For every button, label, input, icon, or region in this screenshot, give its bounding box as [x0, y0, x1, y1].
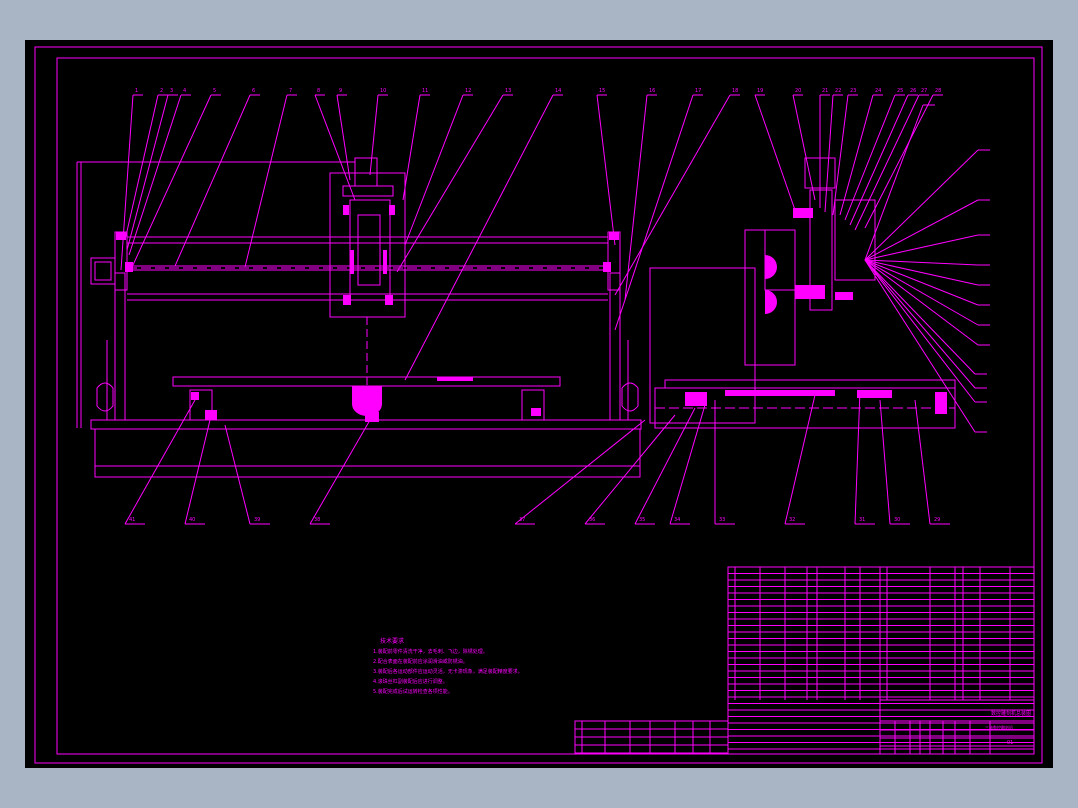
balloon-label: 29	[934, 517, 940, 523]
balloon-label: 6	[252, 88, 255, 94]
balloon-label: 7	[289, 88, 292, 94]
balloon-label: 20	[795, 88, 801, 94]
balloon-label: 13	[505, 88, 511, 94]
balloon-label: 35	[639, 517, 645, 523]
balloon-label: 40	[189, 517, 195, 523]
balloon-label: 24	[875, 88, 881, 94]
balloon-label: 37	[519, 517, 525, 523]
leader-lines	[120, 94, 990, 525]
balloon-label: 19	[757, 88, 763, 94]
side-view	[649, 157, 956, 429]
balloon-label: 12	[465, 88, 471, 94]
balloon-label: 25	[897, 88, 903, 94]
balloon-label: 14	[555, 88, 561, 94]
balloon-label: 8	[317, 88, 320, 94]
parts-list-table	[574, 566, 1035, 755]
tech-requirements-title: 技术要求	[380, 637, 404, 645]
balloon-label: 11	[422, 88, 428, 94]
tech-req-line-5: 5.装配完成后试运转检查各项性能。	[373, 688, 453, 695]
tech-req-line-1: 1.装配前零件清洗干净，去毛刺、飞边，除锈处理。	[373, 648, 488, 655]
assembly-drawing: 1234567891011121314151617181920212223242…	[34, 46, 1043, 764]
tech-req-line-4: 4.滚珠丝杠副装配后应进行调整。	[373, 678, 448, 685]
tech-req-line-3: 3.装配后各运动部件应运动灵活，无卡滞现象，满足装配精度要求。	[373, 668, 523, 675]
balloon-label: 30	[894, 517, 900, 523]
title-block: 数控雕刻机总装图 三轴数控雕刻机 01	[985, 710, 1031, 746]
balloon-label: 2	[160, 88, 163, 94]
balloon-label: 26	[910, 88, 916, 94]
tech-req-line-2: 2.配合表面在装配前应涂润滑油或防锈油。	[373, 658, 468, 665]
balloon-label: 1	[135, 88, 138, 94]
balloon-label: 41	[129, 517, 135, 523]
balloon-label: 18	[732, 88, 738, 94]
balloon-label: 21	[822, 88, 828, 94]
balloon-label: 22	[835, 88, 841, 94]
title-block-subtitle: 三轴数控雕刻机	[985, 724, 1013, 730]
balloon-label: 5	[213, 88, 216, 94]
sheet-border-outer	[34, 46, 1043, 764]
balloon-label: 4	[183, 88, 186, 94]
title-block-drawing-no: 01	[1007, 740, 1013, 746]
tech-requirements: 技术要求 1.装配前零件清洗干净，去毛刺、飞边，除锈处理。 2.配合表面在装配前…	[373, 637, 523, 695]
balloon-label: 10	[380, 88, 386, 94]
balloon-label: 9	[339, 88, 342, 94]
balloon-label: 3	[170, 88, 173, 94]
balloon-label: 23	[850, 88, 856, 94]
balloon-label: 27	[921, 88, 927, 94]
balloon-label: 17	[695, 88, 701, 94]
sheet-border-inner	[56, 57, 1035, 755]
balloon-label: 36	[589, 517, 595, 523]
balloon-label: 38	[314, 517, 320, 523]
balloon-label: 34	[674, 517, 680, 523]
balloon-label: 32	[789, 517, 795, 523]
bottom-balloon-row: 41 40 39 38 37 36 35 34 33 32 31 30 29	[129, 517, 940, 523]
balloon-label: 16	[649, 88, 655, 94]
title-block-title: 数控雕刻机总装图	[991, 710, 1031, 717]
balloon-label: 15	[599, 88, 605, 94]
balloon-label: 39	[254, 517, 260, 523]
balloon-label: 31	[859, 517, 865, 523]
balloon-label: 33	[719, 517, 725, 523]
front-view	[76, 157, 642, 478]
balloon-label: 28	[935, 88, 941, 94]
